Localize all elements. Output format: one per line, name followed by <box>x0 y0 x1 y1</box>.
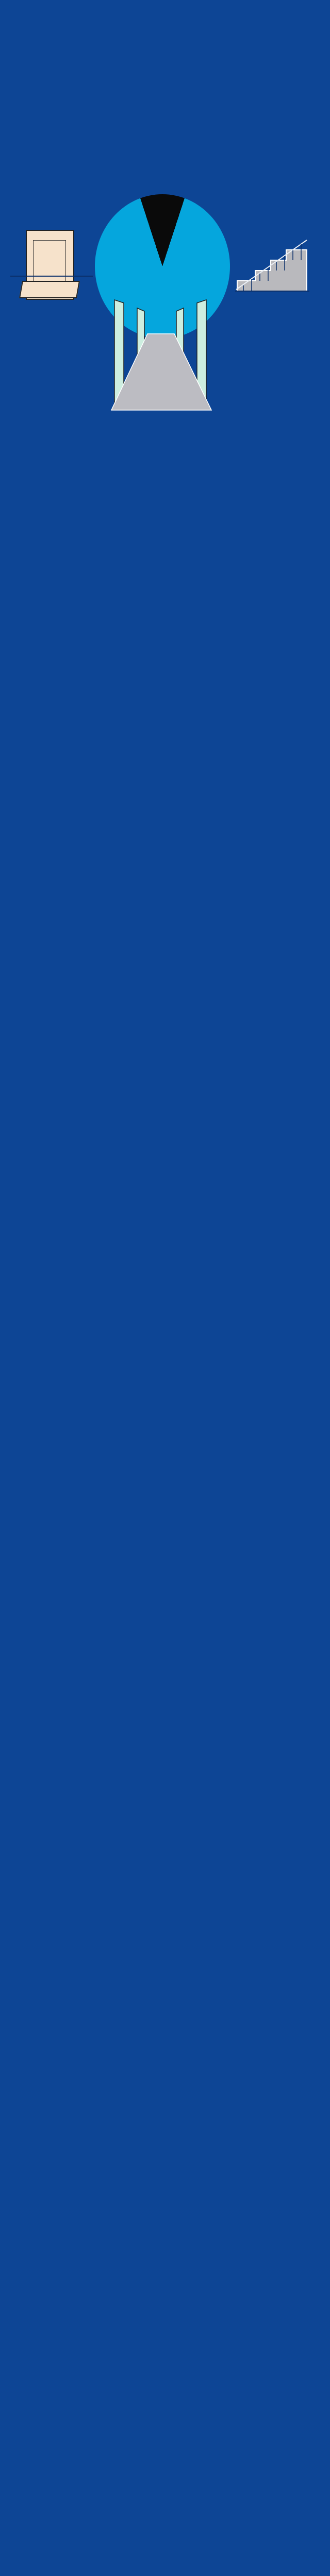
floor-line <box>10 276 93 277</box>
doormat-icon <box>19 281 80 298</box>
stairs-icon <box>235 240 309 292</box>
corridor-icon <box>110 299 212 411</box>
